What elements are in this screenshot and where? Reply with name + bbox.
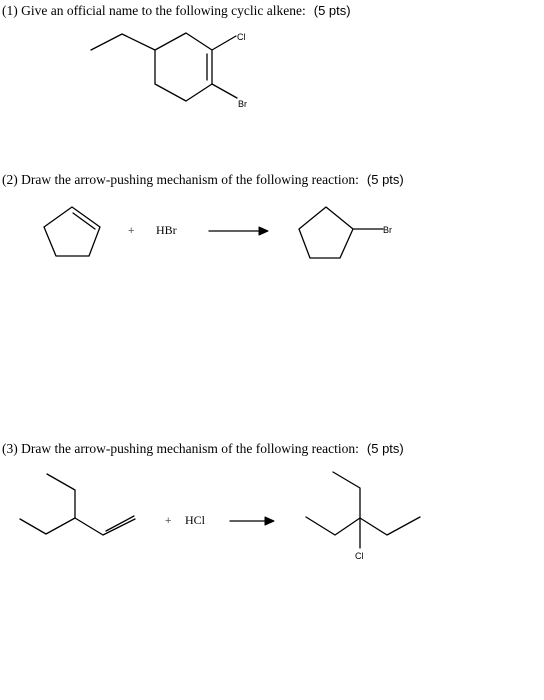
question-3-points: (5 pts)	[366, 441, 404, 456]
plus-sign-3: +	[165, 515, 171, 527]
alkene-main-chain	[19, 517, 136, 536]
alkene-ethyl-branch	[46, 473, 76, 519]
cyclopentene-ring	[43, 206, 101, 257]
cyclohexene-ring	[154, 32, 213, 102]
chloro-label: Cl	[237, 32, 246, 42]
product-main-chain	[305, 516, 421, 536]
reaction-arrow-head	[258, 226, 269, 236]
ethyl-chain-bond	[90, 33, 156, 51]
question-3: (3) Draw the arrow-pushing mechanism of …	[2, 441, 404, 457]
chloro-bond	[211, 35, 237, 51]
question-1-prompt: (1) Give an official name to the followi…	[2, 3, 306, 18]
reaction-arrow-3-head	[264, 516, 275, 526]
cyclopentene-double-bond	[72, 212, 96, 230]
reaction-2-scheme: + HBr Br	[43, 206, 392, 259]
cyclopentane-ring	[298, 206, 354, 259]
reaction-3-scheme: + HCl Cl	[19, 471, 421, 561]
question-2-prompt: (2) Draw the arrow-pushing mechanism of …	[2, 172, 359, 187]
reagent-hcl: HCl	[185, 513, 206, 527]
question-3-prompt: (3) Draw the arrow-pushing mechanism of …	[2, 441, 359, 456]
reagent-hbr: HBr	[156, 223, 177, 237]
question-1-points: (5 pts)	[313, 3, 351, 18]
question-1: (1) Give an official name to the followi…	[2, 3, 351, 19]
product-ethyl-branch	[332, 471, 361, 519]
cyclic-alkene-structure: Cl Br	[90, 32, 247, 109]
question-2: (2) Draw the arrow-pushing mechanism of …	[2, 172, 404, 188]
product-bromo-label: Br	[383, 225, 392, 235]
product-chloro-label: Cl	[355, 551, 364, 561]
question-2-points: (5 pts)	[366, 172, 404, 187]
bromo-bond	[211, 83, 238, 99]
bromo-label: Br	[238, 99, 247, 109]
plus-sign: +	[128, 225, 134, 237]
alkene-double-bond	[105, 515, 135, 532]
